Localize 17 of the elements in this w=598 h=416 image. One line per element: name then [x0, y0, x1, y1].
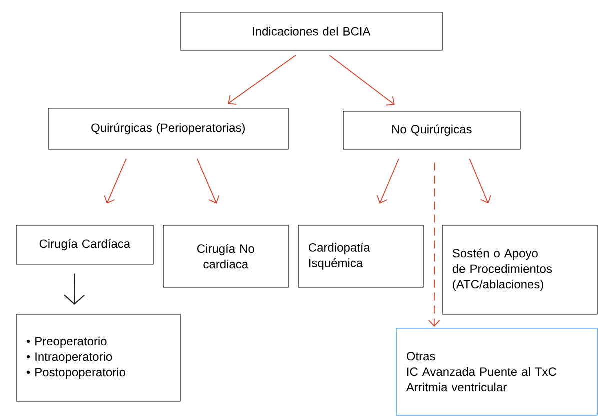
arrow	[377, 158, 400, 204]
text-box: No Quirúrgicas	[343, 111, 521, 150]
text-box: Otras IC Avanzada Puente al TxC Arritmia ventricular	[396, 328, 598, 416]
text-box: Sostén o Apoyo de Procedimientos (ATC/ablaciones)	[442, 225, 598, 315]
text-box: Cirugía Cardíaca	[16, 225, 154, 265]
text-box: • Preoperatorio • Intraoperatorio • Postopoperatorio	[16, 314, 181, 402]
text-box: Cardiopatía Isquémica	[298, 225, 424, 288]
arrow	[64, 274, 85, 305]
arrow	[104, 158, 127, 204]
arrow	[428, 162, 440, 327]
arrow	[228, 55, 296, 105]
text-box: Cirugía No cardiaca	[163, 225, 289, 288]
arrow	[469, 158, 492, 204]
arrow	[196, 158, 220, 204]
text-box: Indicaciones del BCIA	[180, 12, 443, 51]
text-box: Quirúrgicas (Perioperatorias)	[48, 108, 289, 150]
arrow	[329, 55, 395, 106]
